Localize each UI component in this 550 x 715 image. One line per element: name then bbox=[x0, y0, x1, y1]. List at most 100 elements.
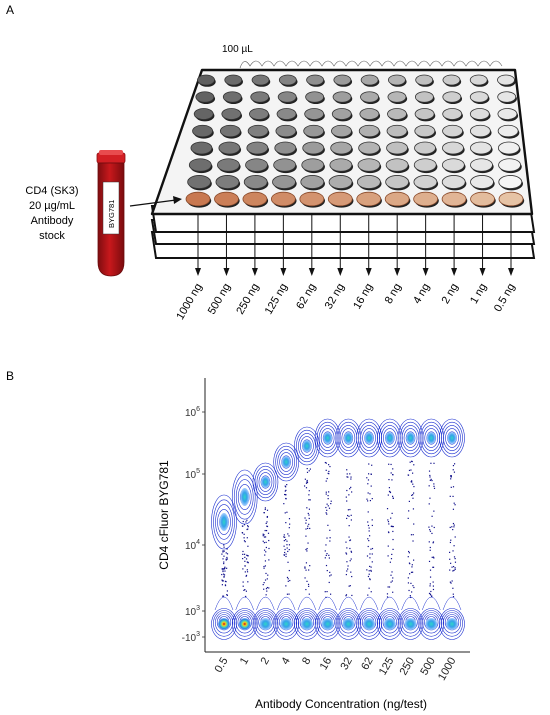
event-dot bbox=[389, 491, 391, 493]
contour-line bbox=[294, 608, 320, 640]
event-dot bbox=[392, 548, 394, 550]
event-dot bbox=[432, 566, 435, 568]
event-dot bbox=[264, 579, 267, 581]
empty-well bbox=[190, 141, 213, 155]
event-dot bbox=[351, 575, 353, 578]
empty-well bbox=[272, 175, 296, 189]
dilution-label: 1000 ng bbox=[174, 282, 204, 322]
event-dot bbox=[225, 558, 227, 560]
event-dot bbox=[346, 561, 348, 563]
empty-well bbox=[360, 74, 379, 86]
loaded-well bbox=[356, 191, 382, 207]
contour-line bbox=[445, 428, 459, 448]
event-dot bbox=[368, 587, 370, 589]
density-spot bbox=[383, 618, 396, 630]
event-dot bbox=[346, 514, 349, 517]
contour-line bbox=[401, 596, 420, 611]
density-spot bbox=[404, 618, 417, 630]
event-dot bbox=[226, 567, 228, 569]
event-dot bbox=[286, 540, 288, 542]
event-dot bbox=[345, 573, 347, 576]
density-spot bbox=[323, 432, 333, 444]
event-dot bbox=[346, 469, 348, 471]
contour-line bbox=[356, 608, 382, 640]
event-dot bbox=[388, 487, 391, 489]
empty-well bbox=[442, 124, 463, 138]
event-dot bbox=[263, 588, 265, 590]
empty-well bbox=[386, 124, 408, 138]
x-tick-label: 0.5 bbox=[213, 656, 231, 675]
empty-well bbox=[388, 74, 406, 86]
population-16 bbox=[314, 418, 341, 640]
event-dot bbox=[329, 571, 331, 573]
empty-well bbox=[247, 124, 269, 138]
event-dot bbox=[408, 510, 410, 512]
event-dot bbox=[345, 553, 348, 555]
event-dot bbox=[345, 595, 347, 597]
contour-line bbox=[314, 608, 341, 640]
event-dot bbox=[288, 535, 290, 537]
event-dot bbox=[326, 503, 328, 505]
event-dot bbox=[390, 463, 392, 466]
event-dot bbox=[330, 502, 332, 505]
event-dot bbox=[306, 507, 308, 509]
event-dot bbox=[410, 571, 413, 573]
event-dot bbox=[368, 573, 370, 575]
event-dot bbox=[246, 571, 249, 573]
event-dot bbox=[432, 542, 434, 544]
event-dot bbox=[349, 560, 351, 562]
event-dot bbox=[369, 535, 371, 537]
event-dot bbox=[268, 539, 270, 542]
contour-line bbox=[211, 608, 237, 640]
empty-well bbox=[386, 141, 408, 155]
event-dot bbox=[452, 522, 455, 525]
event-dot bbox=[222, 568, 224, 570]
event-dot bbox=[428, 526, 430, 528]
dilution-label: 500 ng bbox=[206, 282, 233, 317]
event-dot bbox=[263, 512, 265, 514]
event-dot bbox=[287, 580, 289, 582]
empty-well bbox=[222, 91, 242, 103]
event-dot bbox=[451, 580, 453, 582]
density-spot bbox=[280, 618, 293, 630]
event-dot bbox=[411, 494, 413, 497]
event-dot bbox=[263, 536, 266, 538]
empty-well bbox=[470, 175, 494, 189]
event-dot bbox=[246, 554, 248, 556]
event-dot bbox=[346, 547, 348, 549]
empty-well bbox=[387, 91, 407, 103]
event-dot bbox=[429, 530, 432, 532]
event-dot bbox=[325, 480, 327, 482]
event-dot bbox=[285, 555, 287, 558]
empty-well bbox=[332, 91, 352, 103]
event-dot bbox=[453, 524, 455, 526]
event-dot bbox=[371, 553, 373, 555]
x-tick-label: 2 bbox=[259, 656, 272, 667]
event-dot bbox=[387, 521, 390, 523]
event-dot bbox=[222, 573, 225, 575]
empty-well bbox=[328, 175, 353, 189]
event-dot bbox=[244, 588, 246, 591]
empty-well bbox=[195, 91, 215, 103]
event-dot bbox=[428, 541, 430, 543]
event-dot bbox=[308, 593, 310, 595]
contour-line bbox=[442, 596, 462, 611]
contour-line bbox=[403, 428, 418, 448]
event-dot bbox=[265, 529, 268, 532]
event-dot bbox=[247, 555, 249, 557]
event-dot bbox=[349, 585, 351, 587]
event-dot bbox=[411, 460, 413, 462]
contour-line bbox=[380, 596, 400, 611]
event-dot bbox=[243, 524, 246, 526]
event-dot bbox=[268, 547, 270, 550]
event-dot bbox=[431, 515, 433, 517]
empty-well bbox=[469, 124, 491, 138]
empty-well bbox=[358, 124, 380, 138]
contour-line bbox=[297, 596, 317, 611]
event-dot bbox=[452, 587, 454, 589]
event-dot bbox=[433, 487, 436, 489]
event-dot bbox=[325, 512, 327, 514]
event-dot bbox=[286, 547, 288, 549]
event-dot bbox=[391, 580, 393, 582]
